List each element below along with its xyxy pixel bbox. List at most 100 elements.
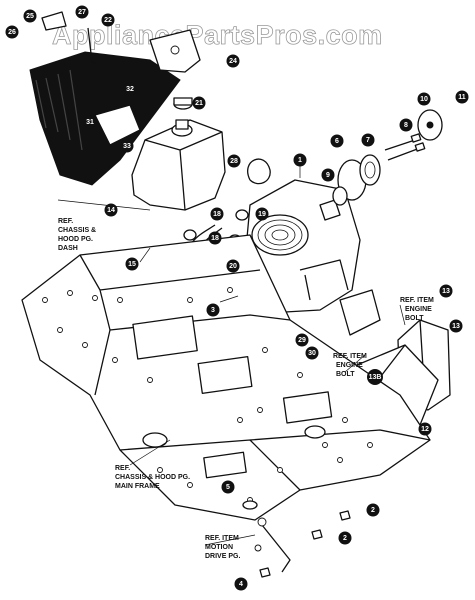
fuel-cap[interactable] bbox=[173, 97, 193, 110]
callout-marker bbox=[293, 153, 307, 167]
callout-2[interactable]: 2 bbox=[338, 531, 352, 545]
callout-label: 8 bbox=[404, 122, 408, 129]
ref-motion-drive-line-3: DRIVE PG. bbox=[205, 553, 240, 560]
callout-11[interactable]: 11 bbox=[455, 90, 469, 104]
callout-21[interactable]: 21 bbox=[192, 96, 206, 110]
callout-32[interactable]: 32 bbox=[123, 82, 137, 96]
callout-marker bbox=[367, 369, 383, 385]
callout-marker bbox=[234, 577, 248, 591]
callout-22[interactable]: 22 bbox=[101, 13, 115, 27]
fuel-line[interactable] bbox=[247, 158, 271, 185]
callout-marker bbox=[449, 319, 463, 333]
callout-label: 27 bbox=[78, 9, 86, 16]
dash-bracket[interactable] bbox=[41, 11, 201, 73]
callout-13[interactable]: 13 bbox=[439, 284, 453, 298]
callout-10[interactable]: 10 bbox=[417, 92, 431, 106]
callout-marker bbox=[125, 257, 139, 271]
callout-28[interactable]: 28 bbox=[227, 154, 241, 168]
callout-12[interactable]: 12 bbox=[418, 422, 432, 436]
callout-label: 2 bbox=[343, 535, 347, 542]
callout-marker bbox=[226, 54, 240, 68]
ref-engine-bolt-mid-line-1: REF. ITEM bbox=[333, 353, 367, 360]
callout-label: 15 bbox=[128, 261, 136, 268]
callout-label: 19 bbox=[258, 211, 266, 218]
ref-motion-drive-line-2: MOTION bbox=[205, 544, 233, 551]
engine[interactable] bbox=[244, 179, 361, 313]
callout-9[interactable]: 9 bbox=[321, 168, 335, 182]
callout-label: 2 bbox=[371, 507, 375, 514]
callout-marker bbox=[221, 480, 235, 494]
ref-dash-line-3: HOOD PG. bbox=[58, 236, 93, 243]
callout-marker bbox=[226, 259, 240, 273]
callout-3[interactable]: 3 bbox=[206, 303, 220, 317]
callout-8[interactable]: 8 bbox=[399, 118, 413, 132]
ref-engine-bolt-mid-line-2: ENGINE bbox=[336, 362, 363, 369]
callout-label: 6 bbox=[335, 138, 339, 145]
callout-1[interactable]: 1 bbox=[293, 153, 307, 167]
callout-30[interactable]: 30 bbox=[305, 346, 319, 360]
callout-label: 20 bbox=[229, 263, 237, 270]
callout-26[interactable]: 26 bbox=[5, 25, 19, 39]
ref-engine-bolt-top-line-1: REF. ITEM bbox=[400, 297, 434, 304]
callout-marker bbox=[330, 134, 344, 148]
callout-marker bbox=[255, 207, 269, 221]
callout-label: 9 bbox=[326, 172, 330, 179]
ref-main-frame-line-1: REF. bbox=[115, 465, 130, 472]
callout-18[interactable]: 18 bbox=[210, 207, 224, 221]
callout-label: 32 bbox=[126, 86, 134, 93]
ref-motion-drive: REF. ITEM MOTION DRIVE PG. bbox=[205, 535, 240, 560]
callout-label: 31 bbox=[86, 119, 94, 126]
callout-5[interactable]: 5 bbox=[221, 480, 235, 494]
callout-marker bbox=[366, 503, 380, 517]
callout-marker bbox=[120, 139, 134, 153]
ref-main-frame: REF. CHASSIS & HOOD PG. MAIN FRAME bbox=[115, 465, 190, 490]
callout-marker bbox=[23, 9, 37, 23]
callout-4[interactable]: 4 bbox=[234, 577, 248, 591]
callout-13[interactable]: 13 bbox=[449, 319, 463, 333]
callout-29[interactable]: 29 bbox=[295, 333, 309, 347]
callout-marker bbox=[455, 90, 469, 104]
callout-20[interactable]: 20 bbox=[226, 259, 240, 273]
callout-label: 26 bbox=[8, 29, 16, 36]
callout-marker bbox=[399, 118, 413, 132]
callout-33[interactable]: 33 bbox=[120, 139, 134, 153]
ref-engine-bolt-top-line-3: BOLT bbox=[405, 315, 424, 322]
pulley-bolts[interactable] bbox=[384, 133, 426, 161]
callout-18[interactable]: 18 bbox=[208, 231, 222, 245]
callout-label: 21 bbox=[195, 100, 203, 107]
main-frame[interactable] bbox=[21, 234, 431, 521]
callout-31[interactable]: 31 bbox=[83, 115, 97, 129]
callout-marker bbox=[418, 422, 432, 436]
callout-label: 24 bbox=[229, 58, 237, 65]
callout-25[interactable]: 25 bbox=[23, 9, 37, 23]
callout-2[interactable]: 2 bbox=[366, 503, 380, 517]
callout-marker bbox=[192, 96, 206, 110]
fuel-tank[interactable] bbox=[131, 119, 226, 211]
leader-lines bbox=[57, 160, 406, 546]
dash-panel[interactable] bbox=[29, 51, 181, 186]
callout-label: 7 bbox=[366, 137, 370, 144]
callout-15[interactable]: 15 bbox=[125, 257, 139, 271]
callout-label: 30 bbox=[308, 350, 316, 357]
callout-label: 5 bbox=[226, 484, 230, 491]
callout-marker bbox=[439, 284, 453, 298]
spacer-washer[interactable] bbox=[332, 186, 348, 206]
callout-7[interactable]: 7 bbox=[361, 133, 375, 147]
callout-27[interactable]: 27 bbox=[75, 5, 89, 19]
motion-drive-rod[interactable] bbox=[254, 517, 291, 573]
callout-marker bbox=[208, 231, 222, 245]
callout-6[interactable]: 6 bbox=[330, 134, 344, 148]
ref-engine-bolt-top: REF. ITEM ENGINE BOLT bbox=[400, 297, 434, 322]
callout-13B[interactable]: 13B bbox=[367, 369, 383, 385]
fan-hub[interactable] bbox=[417, 109, 443, 141]
callout-14[interactable]: 14 bbox=[104, 203, 118, 217]
hardware-fasteners[interactable] bbox=[242, 500, 351, 578]
callout-label: 13B bbox=[369, 374, 382, 381]
callout-label: 25 bbox=[26, 13, 34, 20]
callout-19[interactable]: 19 bbox=[255, 207, 269, 221]
callout-label: 33 bbox=[123, 143, 131, 150]
callout-label: 28 bbox=[230, 158, 238, 165]
callout-24[interactable]: 24 bbox=[226, 54, 240, 68]
